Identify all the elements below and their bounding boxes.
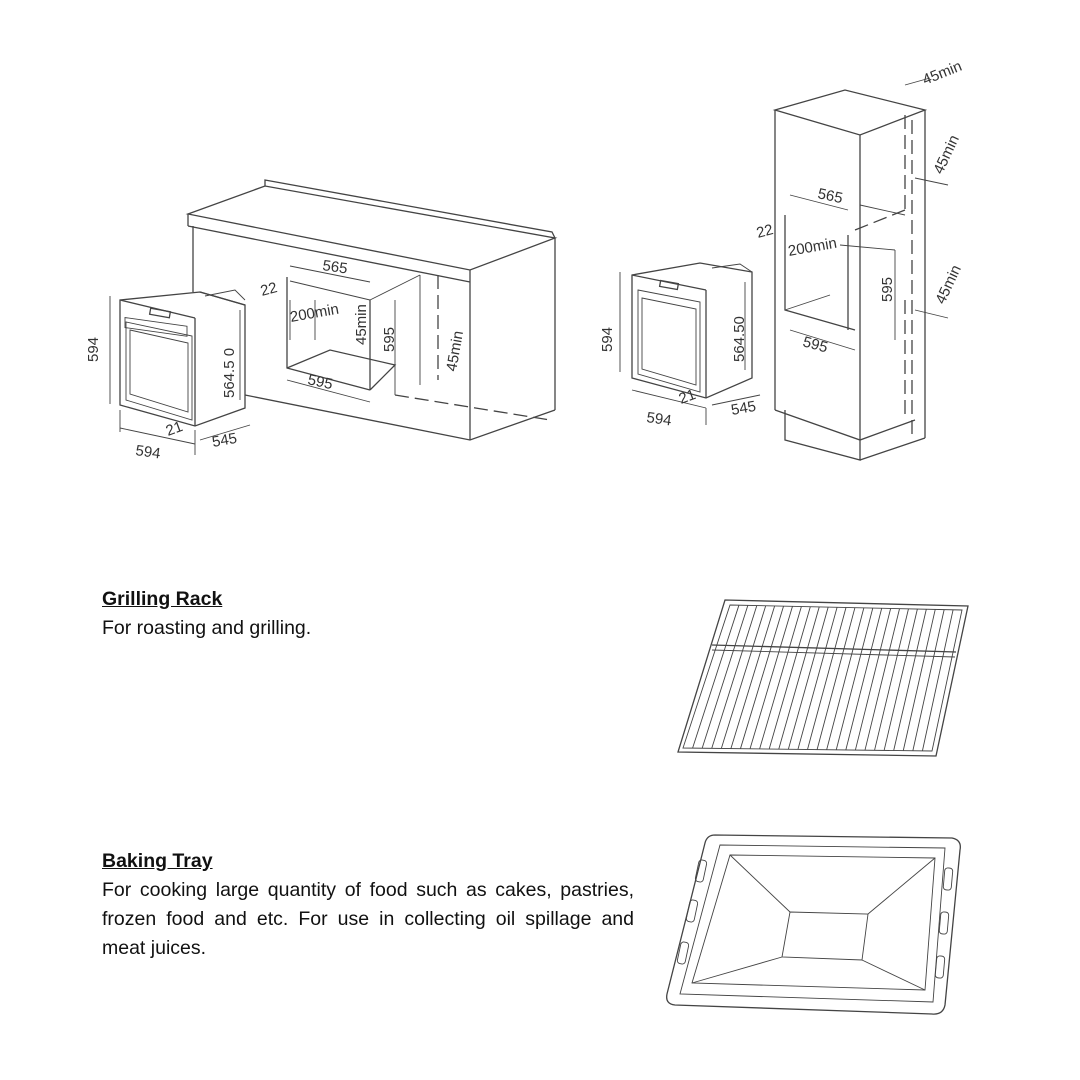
rack-wire [807, 607, 847, 750]
rack-wire [845, 608, 883, 751]
tall-cabinet-drawing [772, 89, 928, 461]
accessory-description: For cooking large quantity of food such … [102, 879, 634, 959]
accessory-title: Baking Tray [102, 850, 213, 872]
rack-wire [701, 605, 749, 749]
dim-oven-depth: 545 [211, 430, 239, 451]
dim-cutout-width: 565 [816, 185, 844, 207]
accessory-grilling-rack: Grilling Rack For roasting and grilling. [102, 585, 634, 643]
rack-wire [759, 606, 802, 750]
rack-wire [778, 606, 820, 750]
rack-wire [921, 609, 954, 751]
dim-cutout-depth: 595 [306, 371, 334, 393]
accessory-baking-tray: Baking Tray For cooking large quantity o… [102, 847, 634, 963]
dim-oven-height: 594 [599, 327, 616, 352]
dim-door-thickness: 21 [677, 386, 698, 408]
dim-vent-height: 200min [289, 301, 340, 326]
dim-top-offset: 22 [259, 279, 280, 300]
rack-wire [912, 609, 945, 751]
accessory-description: For roasting and grilling. [102, 617, 312, 639]
dim-gap-top: 45min [920, 58, 964, 89]
baking-tray-drawing [666, 834, 961, 1015]
rack-wire [874, 608, 909, 751]
dim-oven-width: 594 [645, 409, 672, 429]
dim-oven-height: 594 [85, 337, 102, 362]
dim-oven-width: 594 [134, 442, 161, 462]
rack-wire [740, 606, 784, 749]
dim-top-offset: 22 [755, 221, 776, 242]
dim-cutout-width: 565 [321, 257, 348, 277]
dim-gap-lower: 45min [932, 262, 965, 306]
rack-wire [692, 605, 740, 749]
dim-cutout-height: 595 [879, 277, 896, 302]
rack-wire [864, 608, 900, 751]
rack-wire [768, 606, 811, 750]
dim-gap-back: 45min [443, 330, 467, 373]
rack-wire [835, 607, 874, 750]
tall-cabinet-diagram: 594 564.50 21 594 545 565 22 200min 595 … [599, 58, 965, 461]
accessory-title: Grilling Rack [102, 588, 223, 610]
rack-wire [826, 607, 865, 750]
dim-gap-front: 45min [353, 304, 370, 345]
rack-wire [749, 606, 793, 749]
oven-drawing-right [631, 262, 753, 399]
dim-oven-body-depth: 564.50 [731, 316, 748, 362]
dim-oven-body-depth: 564.5 0 [221, 348, 238, 398]
rack-wire [854, 608, 892, 751]
oven-drawing-left [119, 289, 246, 427]
rack-wire [816, 607, 856, 750]
dim-oven-depth: 545 [730, 398, 758, 419]
dim-cutout-depth: 595 [801, 333, 830, 356]
under-counter-diagram: 594 564.5 0 21 594 545 565 22 200min 45m… [85, 179, 558, 462]
dim-vent-height: 200min [787, 235, 838, 260]
dim-gap-upper: 45min [930, 132, 963, 176]
grilling-rack-drawing [677, 599, 969, 757]
rack-wire [730, 605, 776, 749]
rack-wire [711, 605, 758, 749]
rack-wire [902, 609, 936, 751]
rack-wire [883, 608, 918, 751]
rack-wire [720, 605, 767, 749]
cabinet-drawing-left [185, 179, 558, 441]
rack-wire [797, 607, 838, 750]
dim-cutout-height: 595 [381, 327, 398, 352]
dim-door-thickness: 21 [164, 418, 185, 440]
rack-wire [787, 606, 829, 750]
rack-wire [893, 609, 927, 751]
